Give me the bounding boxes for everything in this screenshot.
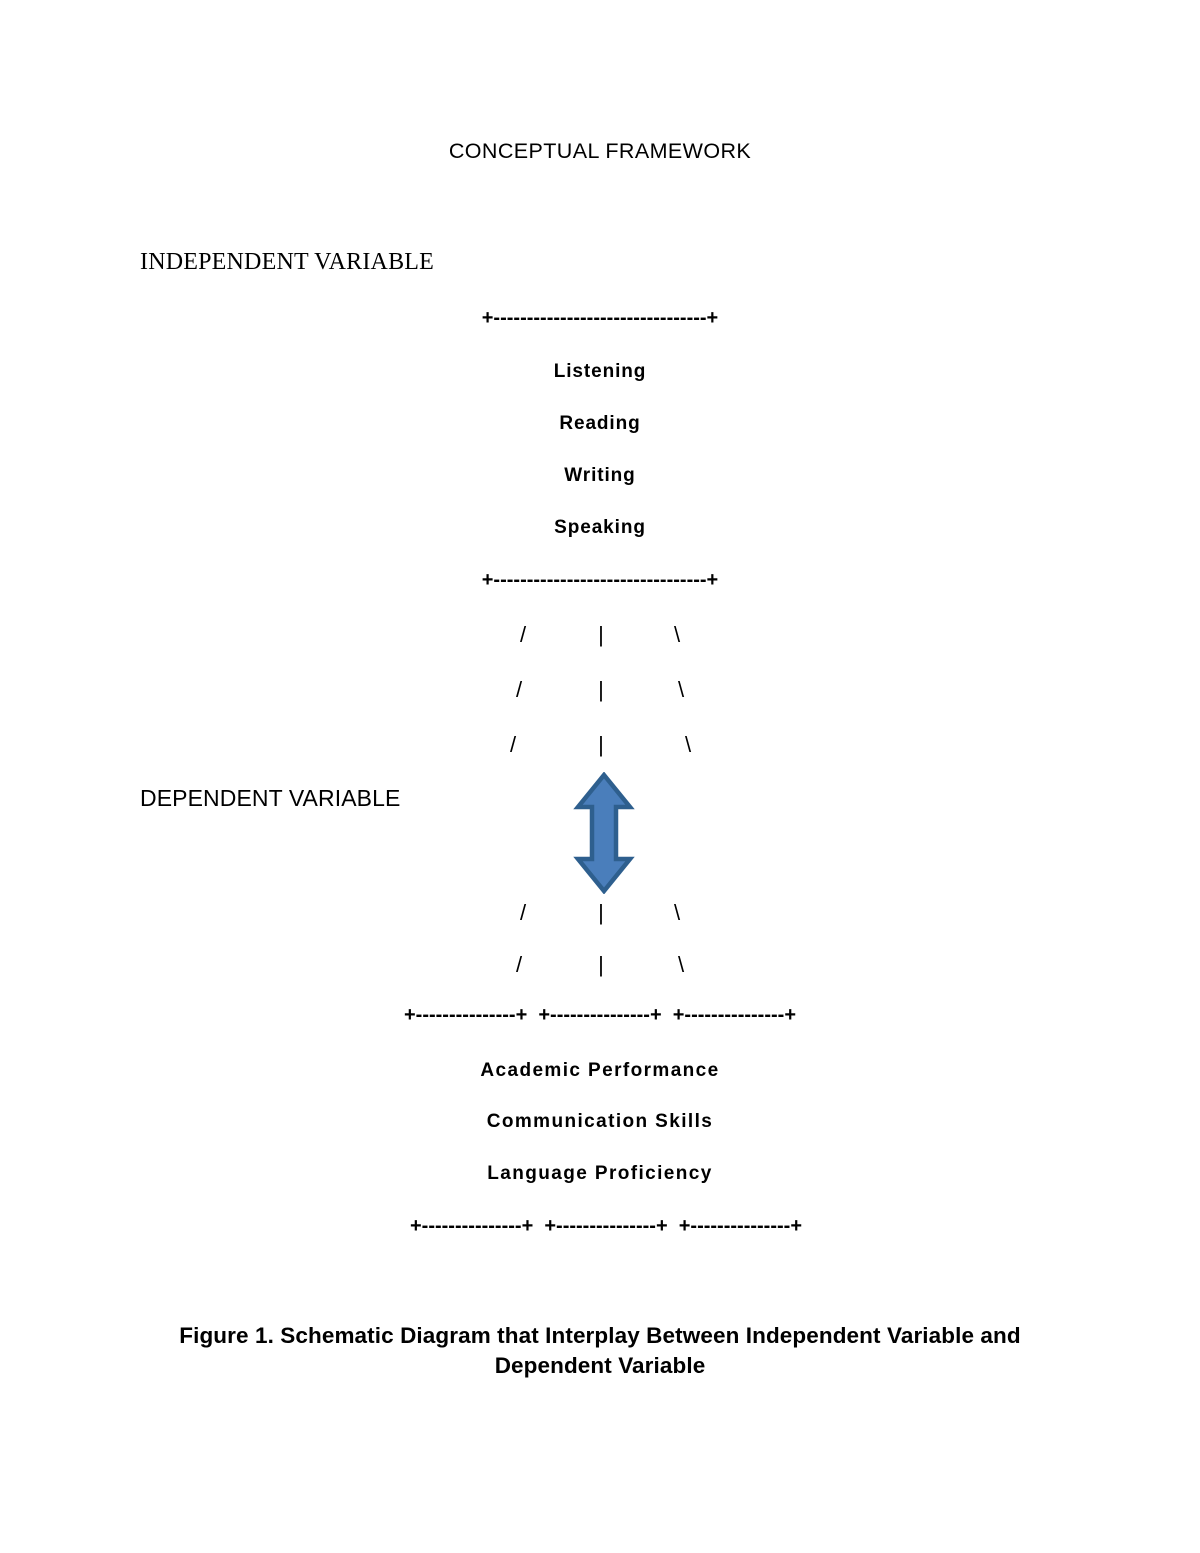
connector-pipe-center-icon: | — [598, 952, 604, 977]
connector-backslash-right-icon: \ — [673, 900, 681, 925]
connector-row: / | \ — [0, 675, 1200, 705]
connector-row: / | \ — [0, 898, 1200, 928]
connector-slash-left-icon: / — [519, 622, 527, 647]
connector-slash-left-icon: / — [519, 900, 527, 925]
dependent-item-communication-skills: Communication Skills — [486, 1111, 714, 1132]
page-title: CONCEPTUAL FRAMEWORK — [448, 139, 752, 163]
connector-pipe-center-icon: | — [598, 677, 604, 702]
connector-pipe-center-icon: | — [598, 732, 604, 757]
independent-item-writing: Writing — [564, 465, 636, 486]
connector-backslash-right-icon: \ — [677, 677, 685, 702]
connector-row: / | \ — [0, 950, 1200, 980]
dependent-item-academic-performance: Academic Performance — [480, 1060, 720, 1081]
figure-caption: Figure 1. Schematic Diagram that Interpl… — [179, 1323, 1021, 1378]
dependent-variable-label: DEPENDENT VARIABLE — [140, 785, 401, 811]
independent-box-bottom-border: +--------------------------------+ — [481, 569, 719, 591]
independent-variable-label: INDEPENDENT VARIABLE — [140, 249, 435, 275]
independent-box-top-border: +--------------------------------+ — [481, 307, 719, 329]
connector-backslash-right-icon: \ — [677, 952, 685, 977]
connector-pipe-center-icon: | — [598, 622, 604, 647]
connector-slash-left-icon: / — [515, 677, 523, 702]
independent-item-speaking: Speaking — [554, 517, 646, 538]
dependent-box-bottom-border: +---------------+ +---------------+ +---… — [409, 1215, 802, 1237]
connector-backslash-right-icon: \ — [684, 732, 692, 757]
connector-row: / | \ — [0, 730, 1200, 760]
connector-backslash-right-icon: \ — [673, 622, 681, 647]
connector-pipe-center-icon: | — [598, 900, 604, 925]
connector-slash-left-icon: / — [509, 732, 517, 757]
dependent-box-top-border: +---------------+ +---------------+ +---… — [403, 1004, 796, 1026]
double-headed-arrow-icon — [573, 772, 635, 894]
dependent-item-language-proficiency: Language Proficiency — [487, 1163, 713, 1184]
independent-item-listening: Listening — [553, 361, 647, 382]
connector-slash-left-icon: / — [515, 952, 523, 977]
independent-item-reading: Reading — [559, 413, 641, 434]
connector-row: / | \ — [0, 620, 1200, 650]
